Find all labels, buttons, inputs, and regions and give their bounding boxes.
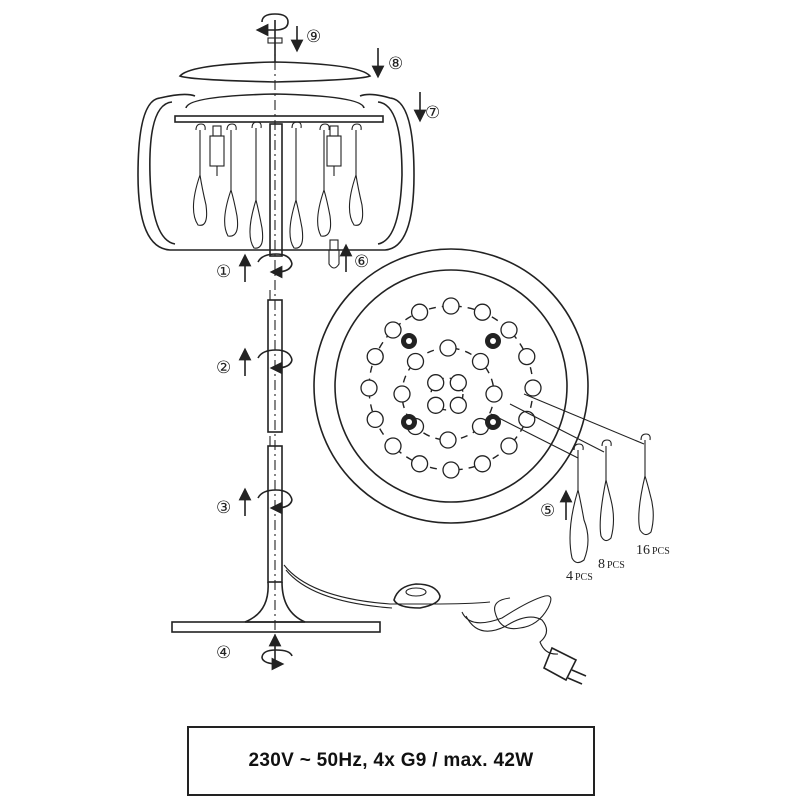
step-3-label: ③ <box>216 498 231 518</box>
step-4-label: ④ <box>216 643 231 663</box>
hanging-hole <box>439 431 457 449</box>
hanging-hole <box>393 385 411 403</box>
hanging-hole <box>500 321 518 339</box>
euro-plug <box>542 646 587 685</box>
drop-hanging-holes <box>360 297 542 479</box>
hanging-hole <box>439 339 457 357</box>
svg-text:PCS: PCS <box>575 572 593 583</box>
step-6-label: ⑥ <box>354 252 369 272</box>
svg-text:16: 16 <box>636 543 650 558</box>
bulb-sockets-top-view <box>401 333 501 430</box>
electrical-spec-box: 230V ~ 50Hz, 4x G9 / max. 42W <box>187 726 595 796</box>
hanging-hole <box>427 374 445 392</box>
hanging-hole <box>384 437 402 455</box>
hanging-hole <box>518 410 536 429</box>
qty-drop-medium: 8 PCS <box>598 557 625 572</box>
stand-tube-upper <box>238 123 293 282</box>
electrical-spec-text: 230V ~ 50Hz, 4x G9 / max. 42W <box>248 750 534 771</box>
step-8-label: ⑧ <box>388 54 403 74</box>
crystal-drop-medium <box>599 439 615 542</box>
crystal-drop-small <box>569 443 589 564</box>
hanging-hole <box>471 352 490 371</box>
hanging-hole <box>524 379 542 397</box>
hanging-hole <box>500 437 518 455</box>
stand-tube-middle <box>238 290 293 433</box>
socket-right <box>326 125 342 176</box>
svg-text:PCS: PCS <box>607 560 625 571</box>
hanging-hole <box>449 374 467 392</box>
hanging-hole <box>410 455 429 473</box>
glass-shade <box>137 92 427 251</box>
top-finial <box>255 13 304 62</box>
step-9-label: ⑨ <box>306 27 321 47</box>
power-cable <box>283 564 559 655</box>
socket-left <box>209 125 225 176</box>
hanging-hole <box>406 352 425 371</box>
stand-base <box>171 581 381 671</box>
svg-text:PCS: PCS <box>652 546 670 557</box>
hanging-crystal-drops <box>192 121 364 249</box>
qty-drop-large: 16 PCS <box>636 543 670 558</box>
drop-leader-lines <box>490 393 645 459</box>
hanging-hole <box>384 321 402 339</box>
inline-foot-switch <box>393 583 441 609</box>
hanging-hole <box>518 347 536 366</box>
hanging-hole <box>485 385 503 403</box>
hanging-hole <box>442 297 460 315</box>
step-7-label: ⑦ <box>425 103 440 123</box>
hanging-hole <box>360 379 378 397</box>
svg-text:4: 4 <box>566 569 573 584</box>
qty-drop-small: 4 PCS <box>566 569 593 584</box>
hanging-hole <box>449 396 467 414</box>
hanging-hole <box>366 410 384 429</box>
hanging-hole <box>442 461 460 479</box>
step-1-label: ① <box>216 262 231 282</box>
hanging-hole <box>410 303 429 321</box>
hanging-hole <box>473 303 492 321</box>
crystal-drop-large <box>638 433 654 536</box>
step-2-label: ② <box>216 358 231 378</box>
svg-text:8: 8 <box>598 557 605 572</box>
hanging-hole <box>427 396 445 414</box>
stand-tube-lower <box>238 436 293 583</box>
hanging-hole <box>366 347 384 366</box>
hanging-hole <box>473 455 492 473</box>
top-cover-plate <box>178 48 385 83</box>
g9-bulb <box>328 239 353 272</box>
step-5-label: ⑤ <box>540 501 555 521</box>
